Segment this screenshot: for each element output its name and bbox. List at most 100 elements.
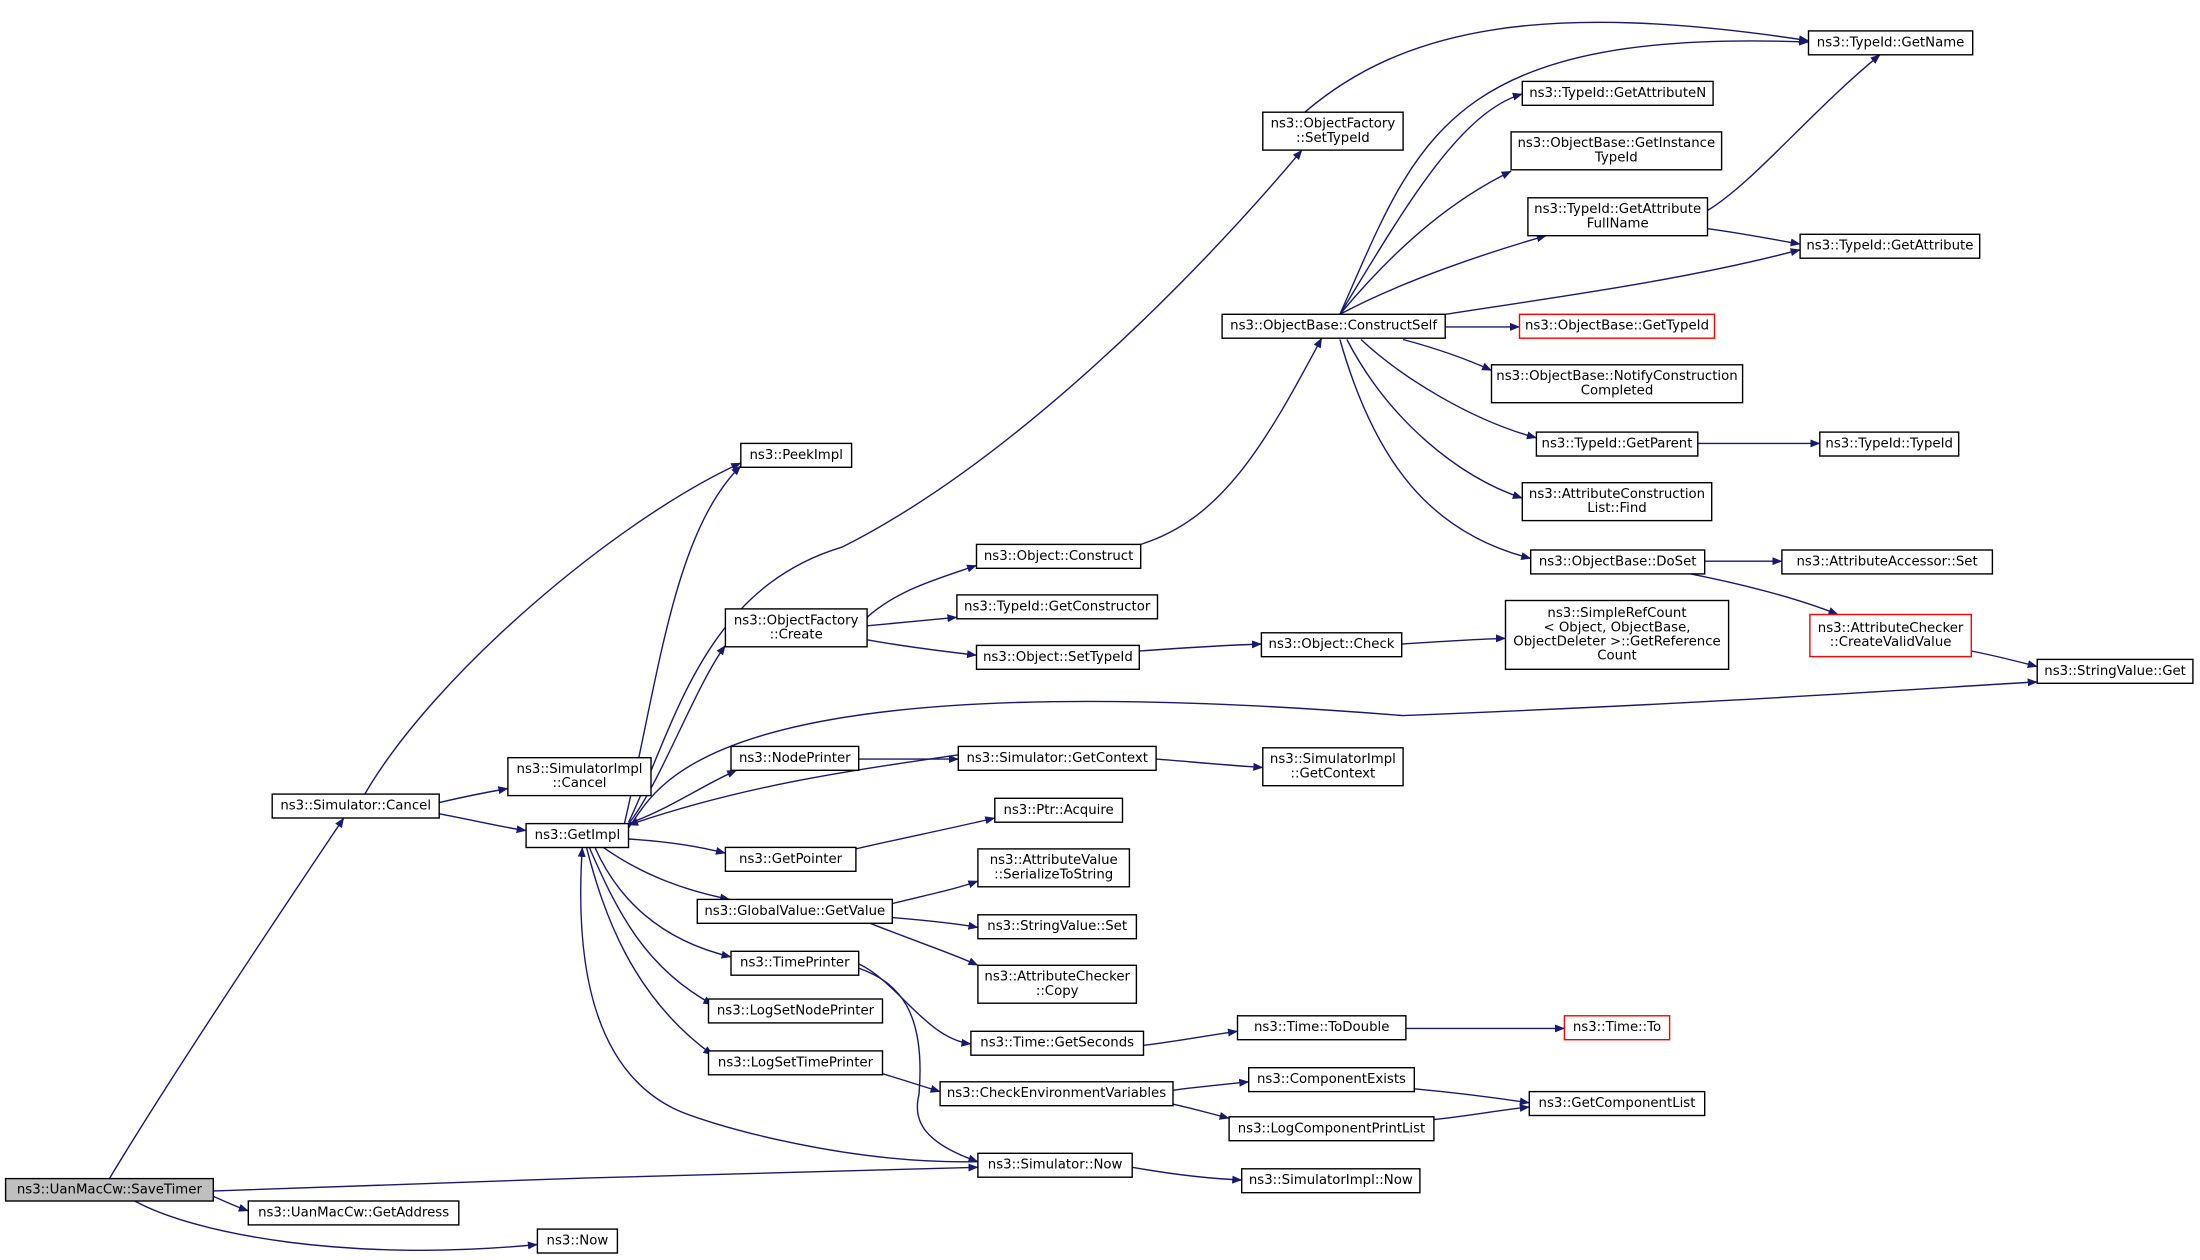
function-node-simgetcontext[interactable]: ns3::Simulator::GetContext bbox=[957, 745, 1157, 772]
function-node-aaset[interactable]: ns3::AttributeAccessor::Set bbox=[1781, 549, 1994, 575]
function-node-box[interactable] bbox=[740, 442, 853, 468]
function-node-box[interactable] bbox=[1527, 197, 1709, 237]
function-node-box[interactable] bbox=[977, 964, 1138, 1004]
function-node-box[interactable] bbox=[956, 594, 1159, 620]
function-node-timegetseconds[interactable]: ns3::Time::GetSeconds bbox=[970, 1030, 1145, 1056]
function-node-objsettypeid[interactable]: ns3::Object::SetTypeId bbox=[975, 644, 1141, 671]
function-node-box[interactable] bbox=[975, 543, 1142, 570]
function-node-box[interactable] bbox=[1521, 80, 1714, 107]
function-node-peekimpl[interactable]: ns3::PeekImpl bbox=[740, 442, 853, 468]
function-node-gvgetvalue[interactable]: ns3::GlobalValue::GetValue bbox=[696, 898, 893, 925]
function-node-getconstructor[interactable]: ns3::TypeId::GetConstructor bbox=[956, 594, 1159, 620]
function-node-box[interactable] bbox=[2036, 658, 2194, 685]
function-node-svget[interactable]: ns3::StringValue::Get bbox=[2036, 658, 2194, 685]
function-node-box[interactable] bbox=[1504, 599, 1730, 671]
function-node-box[interactable] bbox=[525, 822, 630, 849]
function-node-avserialize[interactable]: ns3::AttributeValue::SerializeToString bbox=[977, 848, 1131, 888]
function-node-ofsettypeid[interactable]: ns3::ObjectFactory::SetTypeId bbox=[1262, 111, 1404, 151]
function-node-getaddr[interactable]: ns3::UanMacCw::GetAddress bbox=[247, 1200, 460, 1226]
function-node-box[interactable] bbox=[1262, 111, 1404, 151]
function-node-box[interactable] bbox=[977, 914, 1138, 940]
function-node-box[interactable] bbox=[1262, 747, 1404, 787]
function-node-box[interactable] bbox=[1535, 431, 1699, 457]
function-node-timeto[interactable]: ns3::Time::To bbox=[1563, 1015, 1671, 1041]
function-node-getimpl[interactable]: ns3::GetImpl bbox=[525, 822, 630, 849]
function-node-ptracquire[interactable]: ns3::Ptr::Acquire bbox=[994, 797, 1124, 823]
function-node-objconstruct[interactable]: ns3::Object::Construct bbox=[975, 543, 1142, 570]
function-node-timetodouble[interactable]: ns3::Time::ToDouble bbox=[1236, 1015, 1407, 1041]
function-node-getparent[interactable]: ns3::TypeId::GetParent bbox=[1535, 431, 1699, 457]
function-node-objcheck[interactable]: ns3::Object::Check bbox=[1260, 632, 1403, 658]
function-node-getcomplist[interactable]: ns3::GetComponentList bbox=[1528, 1090, 1706, 1117]
function-node-box[interactable] bbox=[724, 608, 868, 648]
function-node-box[interactable] bbox=[536, 1228, 619, 1254]
function-node-simnow[interactable]: ns3::Simulator::Now bbox=[977, 1152, 1133, 1178]
function-node-box[interactable] bbox=[1510, 131, 1723, 171]
function-node-box[interactable] bbox=[1809, 613, 1973, 658]
function-node-simimplgetcontext[interactable]: ns3::SimulatorImpl::GetContext bbox=[1262, 747, 1404, 787]
function-node-box[interactable] bbox=[4, 1177, 214, 1202]
function-node-box[interactable] bbox=[1528, 1090, 1706, 1117]
function-node-box[interactable] bbox=[1563, 1015, 1671, 1041]
function-node-doset[interactable]: ns3::ObjectBase::DoSet bbox=[1529, 549, 1706, 575]
function-node-box[interactable] bbox=[1521, 482, 1713, 522]
function-node-box[interactable] bbox=[939, 1081, 1174, 1107]
function-node-box[interactable] bbox=[970, 1030, 1145, 1056]
function-node-accreatevalid[interactable]: ns3::AttributeChecker::CreateValidValue bbox=[1809, 613, 1973, 658]
function-node-box[interactable] bbox=[975, 644, 1141, 671]
function-node-box[interactable] bbox=[1781, 549, 1994, 575]
function-node-logsetnode[interactable]: ns3::LogSetNodePrinter bbox=[707, 998, 884, 1024]
function-node-now[interactable]: ns3::Now bbox=[536, 1228, 619, 1254]
function-node-ofcreate[interactable]: ns3::ObjectFactory::Create bbox=[724, 608, 868, 648]
function-node-box[interactable] bbox=[957, 745, 1157, 772]
function-node-typeidtypeid[interactable]: ns3::TypeId::TypeId bbox=[1819, 431, 1960, 457]
function-node-box[interactable] bbox=[1529, 549, 1706, 575]
function-node-compexists[interactable]: ns3::ComponentExists bbox=[1247, 1066, 1415, 1093]
function-node-box[interactable] bbox=[1807, 30, 1974, 56]
function-node-box[interactable] bbox=[977, 848, 1131, 888]
function-node-typeidgetname[interactable]: ns3::TypeId::GetName bbox=[1807, 30, 1974, 56]
function-node-accopy[interactable]: ns3::AttributeChecker::Copy bbox=[977, 964, 1138, 1004]
function-node-box[interactable] bbox=[1240, 1168, 1421, 1194]
function-node-box[interactable] bbox=[271, 793, 440, 819]
function-node-timeprinter[interactable]: ns3::TimePrinter bbox=[730, 950, 860, 976]
function-node-box[interactable] bbox=[707, 1050, 884, 1076]
function-node-box[interactable] bbox=[1490, 364, 1744, 404]
function-node-box[interactable] bbox=[1518, 313, 1716, 339]
function-node-typeidgetattr[interactable]: ns3::TypeId::GetAttribute bbox=[1799, 233, 1981, 259]
function-node-box[interactable] bbox=[1799, 233, 1981, 259]
function-node-box[interactable] bbox=[1247, 1066, 1415, 1093]
function-node-box[interactable] bbox=[724, 846, 857, 873]
function-node-simcancel[interactable]: ns3::Simulator::Cancel bbox=[271, 793, 440, 819]
function-node-box[interactable] bbox=[730, 950, 860, 976]
function-node-box[interactable] bbox=[707, 998, 884, 1024]
function-node-logsettime[interactable]: ns3::LogSetTimePrinter bbox=[707, 1050, 884, 1076]
function-node-nodeprinter[interactable]: ns3::NodePrinter bbox=[730, 745, 860, 772]
function-node-box[interactable] bbox=[1228, 1116, 1435, 1142]
function-node-box[interactable] bbox=[730, 745, 860, 772]
function-node-constructself[interactable]: ns3::ObjectBase::ConstructSelf bbox=[1221, 313, 1446, 339]
function-node-checkenv[interactable]: ns3::CheckEnvironmentVariables bbox=[939, 1081, 1174, 1107]
function-node-root[interactable]: ns3::UanMacCw::SaveTimer bbox=[4, 1177, 214, 1202]
function-node-getattrn[interactable]: ns3::TypeId::GetAttributeN bbox=[1521, 80, 1714, 107]
function-node-simimplcancel[interactable]: ns3::SimulatorImpl::Cancel bbox=[507, 757, 652, 797]
function-node-logcompprint[interactable]: ns3::LogComponentPrintList bbox=[1228, 1116, 1435, 1142]
function-node-getpointer[interactable]: ns3::GetPointer bbox=[724, 846, 857, 873]
function-node-box[interactable] bbox=[994, 797, 1124, 823]
function-node-box[interactable] bbox=[1236, 1015, 1407, 1041]
function-node-simplerefcount[interactable]: ns3::SimpleRefCount< Object, ObjectBase,… bbox=[1504, 599, 1730, 671]
function-node-notifyconstruction[interactable]: ns3::ObjectBase::NotifyConstructionCompl… bbox=[1490, 364, 1744, 404]
function-node-obgettypeid[interactable]: ns3::ObjectBase::GetTypeId bbox=[1518, 313, 1716, 339]
function-node-box[interactable] bbox=[1221, 313, 1446, 339]
function-node-simimplnow[interactable]: ns3::SimulatorImpl::Now bbox=[1240, 1168, 1421, 1194]
function-node-box[interactable] bbox=[1260, 632, 1403, 658]
function-node-box[interactable] bbox=[1819, 431, 1960, 457]
function-node-box[interactable] bbox=[247, 1200, 460, 1226]
function-node-box[interactable] bbox=[977, 1152, 1133, 1178]
function-node-svset[interactable]: ns3::StringValue::Set bbox=[977, 914, 1138, 940]
function-node-box[interactable] bbox=[507, 757, 652, 797]
function-node-box[interactable] bbox=[696, 898, 893, 925]
